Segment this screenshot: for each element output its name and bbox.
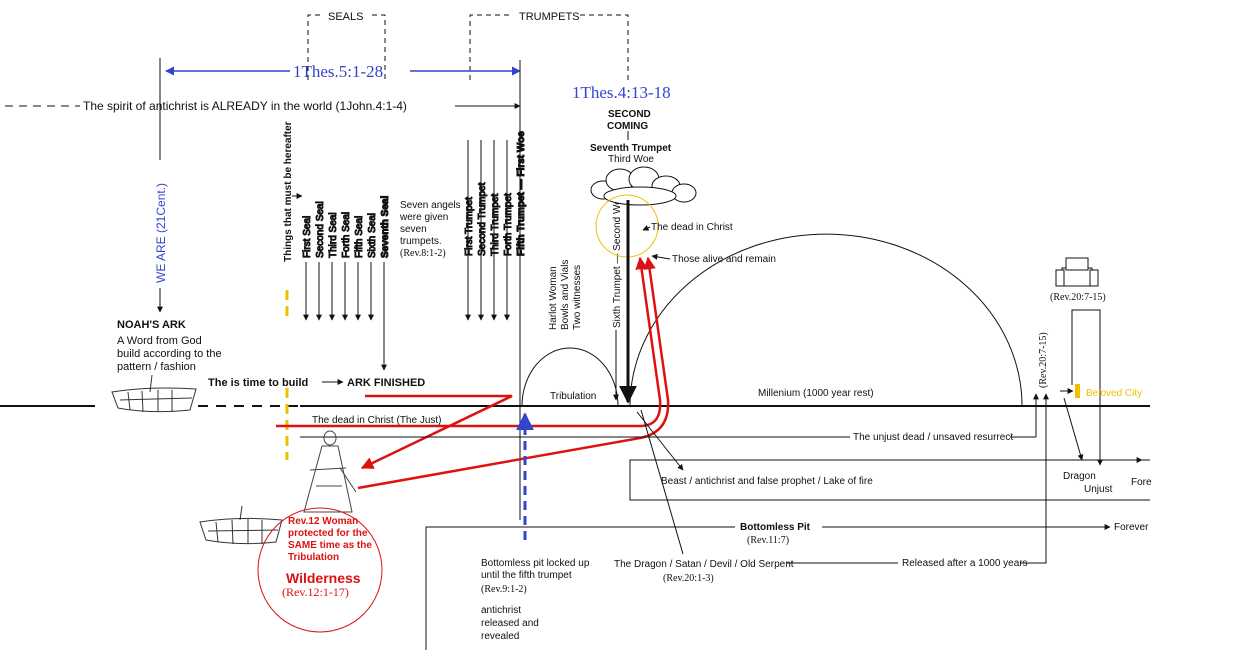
- thes4-label: 1Thes.4:13-18: [572, 83, 671, 102]
- tribulation-arc: [521, 347, 619, 407]
- bowls-vials: Bowls and Vials: [560, 260, 571, 330]
- time-to-build-label: The is time to build: [208, 377, 308, 389]
- seal-label-3: Third Seal: [328, 212, 339, 258]
- seal-label-2: Second Seal: [315, 201, 326, 258]
- seven-angels-line-1: Seven angels: [400, 200, 461, 211]
- woman-line-2: protected for the: [288, 528, 368, 539]
- wilderness-title: Wilderness: [286, 570, 361, 586]
- seven-angels-line-2: were given: [399, 212, 448, 223]
- harlot-woman: Harlot Woman: [548, 266, 559, 330]
- wilderness-ref: (Rev.12:1-17): [282, 585, 349, 599]
- alive-remain-pointer: [651, 253, 671, 260]
- bottomless-pit-label: Bottomless Pit: [740, 522, 811, 533]
- ark-illustration-top: [111, 374, 197, 413]
- forever-top-label: Fore: [1131, 477, 1152, 488]
- ark-illustration-bottom: [199, 505, 283, 545]
- noahs-ark-line-2: build according to the: [117, 348, 222, 360]
- thes5-label: 1Thes.5:1-28: [293, 62, 383, 81]
- trumpet-label-4: Forth Trumpet: [503, 193, 514, 256]
- beast-label: Beast / antichrist and false prophet / L…: [661, 476, 873, 487]
- dragon-label: Dragon: [1063, 471, 1096, 482]
- throne-icon: [1055, 257, 1099, 287]
- trumpet-label-3: Third Trumpet: [490, 194, 501, 256]
- pit-locked-line-1: Bottomless pit locked up: [481, 558, 590, 569]
- two-witnesses: Two witnesses: [572, 265, 583, 330]
- seal-label-5: Fifth Seal: [354, 216, 365, 258]
- rev9-1-2-label: (Rev.9:1-2): [481, 584, 527, 595]
- third-woe-label: Third Woe: [608, 154, 654, 165]
- seals-bracket: [307, 14, 386, 80]
- seal-label-1: First Seal: [302, 216, 313, 258]
- millenium-label: Millenium (1000 year rest): [758, 388, 874, 399]
- noahs-ark-line-1: A Word from God: [117, 335, 202, 347]
- rev11-7-label: (Rev.11:7): [747, 535, 789, 546]
- pit-locked-line-2: until the fifth trumpet: [481, 570, 572, 581]
- seven-angels-ref: (Rev.8:1-2): [400, 248, 446, 259]
- second-coming-2: COMING: [607, 121, 648, 132]
- forever-bottom-label: Forever: [1114, 522, 1149, 533]
- woman-illustration: [303, 430, 357, 513]
- noahs-ark-title: NOAH'S ARK: [117, 319, 186, 331]
- rapture-red-paths: [276, 256, 670, 490]
- dragon-descend-arrow: [1063, 397, 1084, 461]
- wilderness-circle: [257, 507, 383, 633]
- woman-line-4: Tribulation: [288, 552, 339, 563]
- seventh-trumpet-label: Seventh Trumpet: [590, 143, 672, 154]
- released-line-right: [1020, 393, 1049, 564]
- judgment-path: [1071, 309, 1103, 466]
- seal-label-4: Forth Seal: [341, 212, 352, 258]
- sixth-trumpet-label: Sixth Trumpet — Second Woe: [612, 193, 623, 328]
- noahs-ark-line-3: pattern / fashion: [117, 361, 196, 373]
- dragon-satan-label: The Dragon / Satan / Devil / Old Serpent: [614, 559, 794, 570]
- bottomless-pit-line: [425, 526, 735, 650]
- trumpet-label-2: Second Trumpet: [477, 182, 488, 256]
- released-label: Released after a 1000 years: [902, 558, 1028, 569]
- woman-line-3: SAME time as the: [288, 540, 372, 551]
- ark-finished-label: ARK FINISHED: [347, 377, 425, 389]
- dragon-satan-pointer: [640, 409, 684, 555]
- seven-angels-line-4: trumpets.: [400, 236, 442, 247]
- seal-label-7: Seventh Seal: [380, 196, 391, 258]
- rev20-1-3-label: (Rev.20:1-3): [663, 573, 714, 584]
- seals-label: SEALS: [328, 11, 363, 23]
- trumpets-bracket: [469, 14, 629, 80]
- woman-line-1: Rev.12 Woman: [288, 516, 358, 527]
- trumpet-label-5: Fifth Trumpet — First Woe: [516, 131, 527, 256]
- second-coming-1: SECOND: [608, 109, 651, 120]
- beloved-city-marker: [1075, 384, 1080, 398]
- antichrist-released-1: antichrist: [481, 605, 521, 616]
- seal-label-6: Sixth Seal: [367, 213, 378, 258]
- dead-in-christ-pointer: [642, 225, 651, 231]
- unjust-label: Unjust: [1084, 484, 1113, 495]
- unjust-dead-label: The unjust dead / unsaved resurrect: [853, 432, 1013, 443]
- things-hereafter-label: Things that must be hereafter: [283, 121, 294, 262]
- antichrist-spirit-text: The spirit of antichrist is ALREADY in t…: [83, 99, 407, 113]
- tribulation-label: Tribulation: [550, 391, 596, 402]
- dead-in-christ-label: The dead in Christ: [651, 222, 733, 233]
- trumpet-label-1: First Trumpet: [464, 197, 475, 256]
- seven-angels-line-3: seven: [400, 224, 427, 235]
- beloved-city-label: Beloved City: [1086, 388, 1142, 399]
- trumpets-label: TRUMPETS: [519, 11, 580, 23]
- we-are-label: WE ARE (21Cent.): [154, 183, 168, 283]
- rev20-7-15-side-label: (Rev.20:7-15): [1038, 332, 1049, 388]
- antichrist-released-3: revealed: [481, 631, 519, 642]
- lake-of-fire-box: [629, 459, 1150, 501]
- antichrist-released-2: released and: [481, 618, 539, 629]
- rev20-7-15-top-label: (Rev.20:7-15): [1050, 292, 1106, 303]
- cloud-icon: [590, 166, 697, 206]
- millennium-arc: [629, 233, 1023, 407]
- dead-in-christ-just-label: The dead in Christ (The Just): [312, 415, 442, 426]
